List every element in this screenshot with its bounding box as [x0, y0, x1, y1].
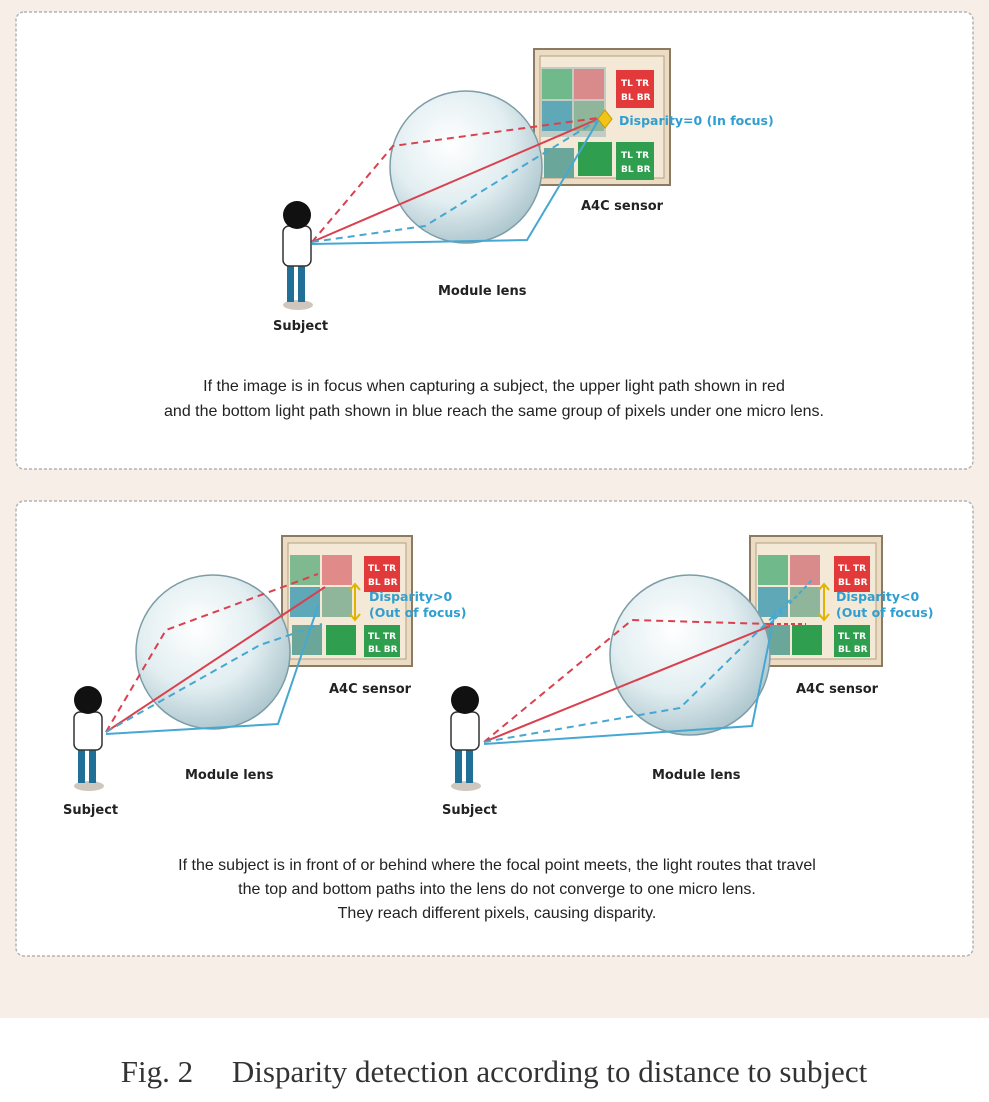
- br-pixel-label-2: BL BR: [838, 578, 868, 588]
- br-disparity-line-1: Disparity<0: [836, 589, 920, 604]
- top-pixel-label-tl-tr-2: TL TR: [621, 151, 649, 161]
- top-sensor-label: A4C sensor: [581, 199, 664, 214]
- bl-pixel-label-4: BL BR: [368, 645, 398, 655]
- bl-sensor-label: A4C sensor: [329, 682, 412, 697]
- top-disparity-label: Disparity=0 (In focus): [619, 113, 774, 128]
- top-pixel-label-bl-br: BL BR: [621, 93, 651, 103]
- top-lens-label: Module lens: [438, 284, 527, 299]
- top-caption-line-2: and the bottom light path shown in blue …: [164, 403, 824, 420]
- top-pixel-red: [616, 70, 654, 108]
- bottom-left-a4c-sensor: TL TR BL BR TL TR BL BR: [281, 535, 413, 667]
- bottom-right-light-paths: [483, 579, 813, 745]
- bottom-caption-line-2: the top and bottom paths into the lens d…: [238, 881, 756, 898]
- bottom-left-light-paths: [105, 573, 326, 735]
- br-disparity-line-2: (Out of focus): [836, 605, 933, 620]
- bottom-right-scene: TL TR BL BR TL TR BL BR Disparity<0 (Out…: [442, 535, 933, 818]
- top-light-paths: [311, 117, 599, 245]
- top-pixel-label-tl-tr: TL TR: [621, 79, 649, 89]
- br-subject-label: Subject: [442, 803, 497, 818]
- bottom-right-subject-figure: [450, 686, 481, 791]
- top-focus-diamond: [597, 109, 613, 129]
- br-pixel-label-3: TL TR: [838, 632, 866, 642]
- top-module-lens: [389, 90, 543, 244]
- top-scene: TL TR BL BR TL TR BL BR Disparity=0 (In …: [164, 48, 824, 420]
- bl-pixel-label-3: TL TR: [368, 632, 396, 642]
- bl-pixel-label-1: TL TR: [368, 564, 396, 574]
- bl-disparity-line-1: Disparity>0: [369, 589, 453, 604]
- br-pixel-label-1: TL TR: [838, 564, 866, 574]
- figure-caption: Fig. 2 Disparity detection according to …: [121, 1054, 868, 1089]
- bl-disparity-arrow: [349, 582, 361, 622]
- br-disparity-arrow: [818, 582, 830, 622]
- bl-subject-label: Subject: [63, 803, 118, 818]
- bottom-right-a4c-sensor: TL TR BL BR TL TR BL BR: [749, 535, 883, 667]
- top-caption-line-1: If the image is in focus when capturing …: [203, 378, 785, 395]
- bottom-left-subject-figure: [73, 686, 104, 791]
- bottom-left-module-lens: [135, 574, 291, 730]
- caption-background: [0, 1018, 989, 1102]
- bl-disparity-line-2: (Out of focus): [369, 605, 466, 620]
- bottom-left-scene: TL TR BL BR TL TR BL BR Disparity>0 (Out…: [63, 535, 466, 818]
- top-subject-label: Subject: [273, 319, 328, 334]
- top-pixel-green: [616, 142, 654, 180]
- br-sensor-label: A4C sensor: [796, 682, 879, 697]
- bl-pixel-label-2: BL BR: [368, 578, 398, 588]
- top-subject-figure: [282, 201, 313, 310]
- br-pixel-label-4: BL BR: [838, 645, 868, 655]
- top-pixel-label-bl-br-2: BL BR: [621, 165, 651, 175]
- bl-lens-label: Module lens: [185, 768, 274, 783]
- bottom-caption-line-1: If the subject is in front of or behind …: [178, 857, 816, 874]
- bottom-caption-line-3: They reach different pixels, causing dis…: [338, 905, 657, 922]
- br-lens-label: Module lens: [652, 768, 741, 783]
- bottom-right-module-lens: [609, 574, 771, 736]
